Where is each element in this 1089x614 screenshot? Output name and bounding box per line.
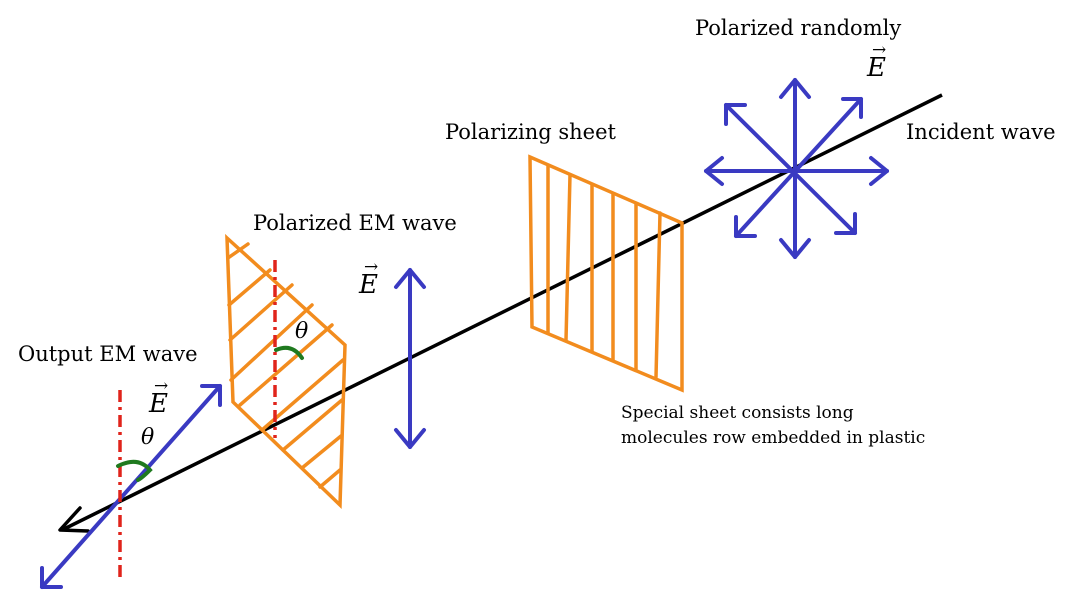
svg-text:→: → [364, 257, 378, 277]
theta-output: θ [141, 425, 154, 450]
output-e-vector [40, 384, 222, 589]
vertical-e-vector [394, 268, 426, 449]
svg-text:E: E [866, 53, 886, 83]
svg-text:E: E [148, 389, 168, 419]
theta-analyzer: θ [295, 319, 308, 344]
label-polarized-randomly: Polarized randomly [695, 16, 901, 40]
propagation-beam [58, 93, 943, 533]
label-sheet-note-line2: molecules row embedded in plastic [621, 428, 925, 448]
e-symbol-output: E → [148, 376, 168, 419]
label-polarized-em-wave: Polarized EM wave [253, 211, 457, 235]
svg-text:E: E [358, 270, 378, 300]
analyzer-angle-arc [274, 345, 304, 360]
label-incident-wave: Incident wave [906, 120, 1056, 144]
polarizing-sheet [528, 154, 684, 393]
label-polarizing-sheet: Polarizing sheet [445, 120, 616, 144]
svg-text:→: → [154, 376, 168, 396]
label-output-em-wave: Output EM wave [18, 342, 198, 366]
analyzer-sheet [225, 233, 347, 509]
svg-text:→: → [872, 40, 886, 60]
label-sheet-note-line1: Special sheet consists long [621, 403, 854, 423]
e-symbol-middle: E → [358, 257, 378, 300]
e-symbol-top: E → [866, 40, 886, 83]
random-polarization-star [704, 78, 889, 259]
output-angle-arc [116, 459, 153, 482]
beam-arrowhead [58, 506, 90, 533]
